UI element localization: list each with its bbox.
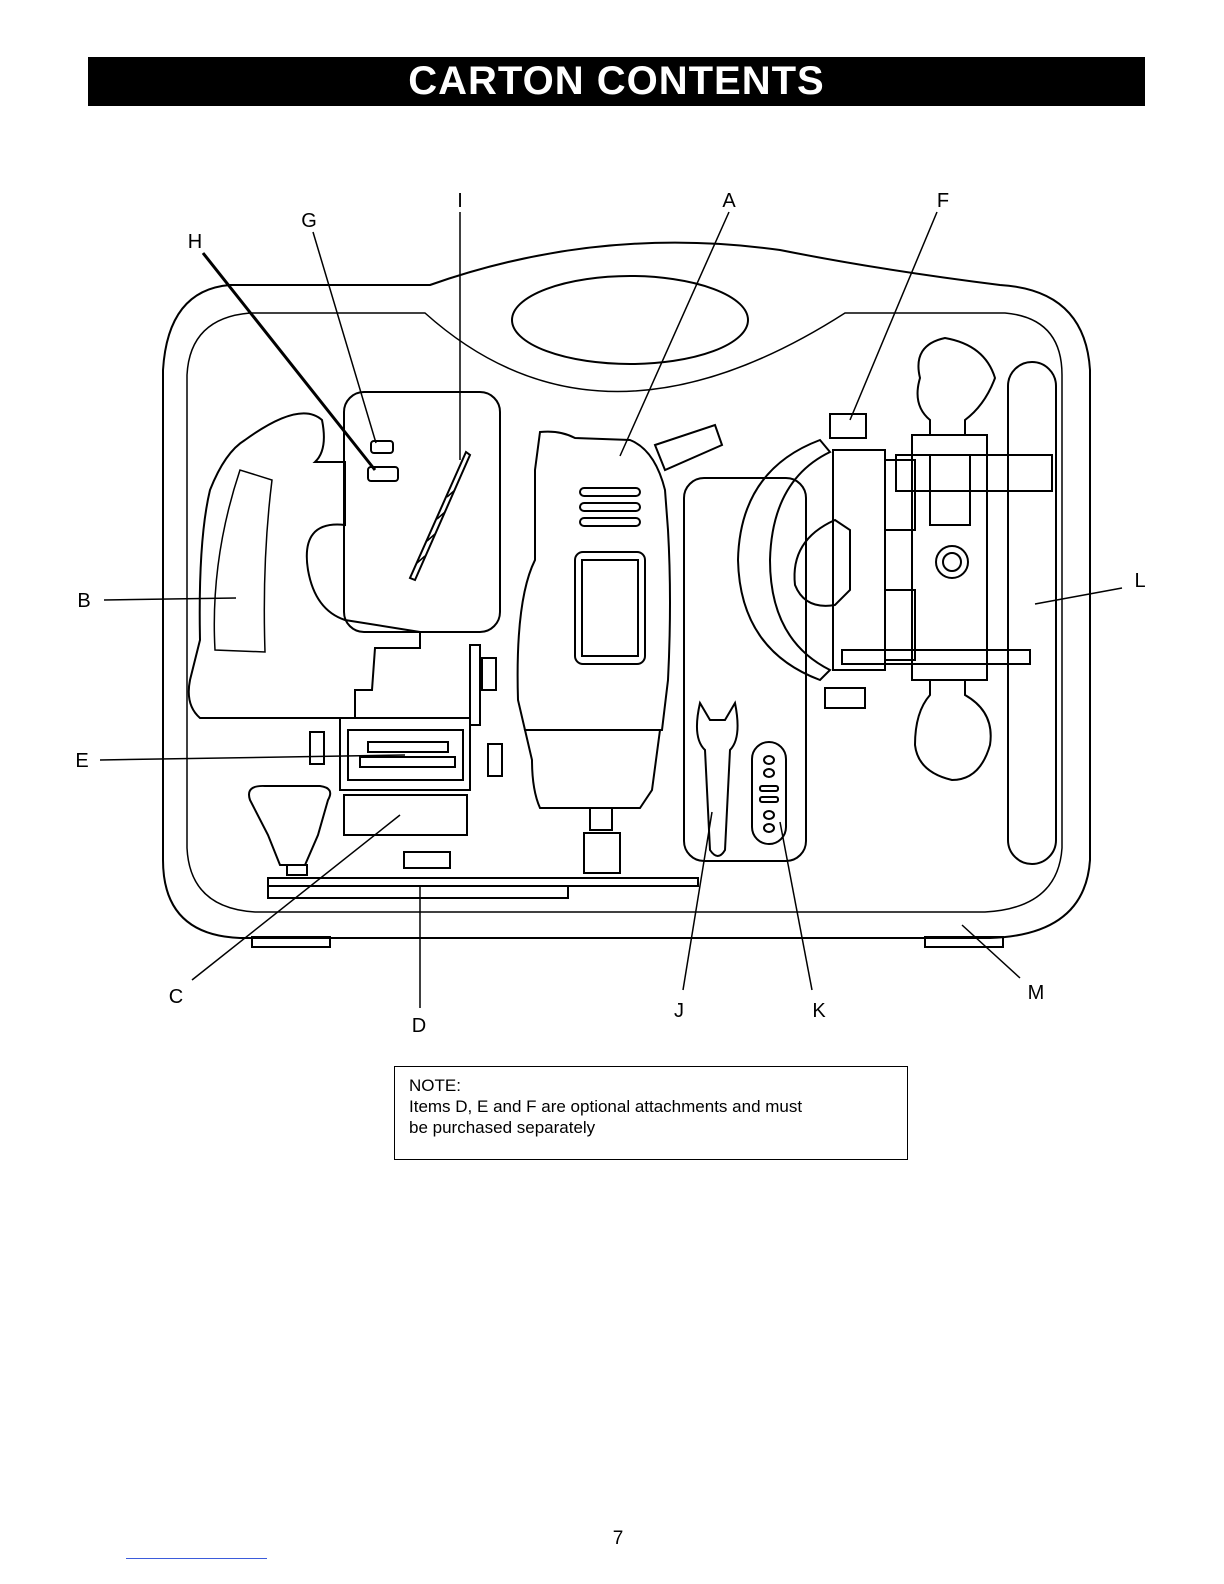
callout-f: F <box>937 190 949 212</box>
callout-d: D <box>412 1015 426 1037</box>
callout-k: K <box>812 1000 826 1022</box>
edge-guide-l <box>918 338 995 435</box>
guide-rail-compartment <box>1008 362 1056 864</box>
callout-j: J <box>674 1000 684 1022</box>
note-heading: NOTE: <box>409 1075 893 1096</box>
callout-i: I <box>457 190 463 212</box>
callout-l: L <box>1134 570 1145 592</box>
callout-m: M <box>1028 982 1045 1004</box>
collet-g <box>371 441 393 453</box>
case-handle <box>512 276 748 364</box>
cutter-guide-f <box>738 440 830 680</box>
note-line-1: Items D, E and F are optional attachment… <box>409 1096 893 1117</box>
wrench-j <box>697 703 738 856</box>
tool-b <box>189 413 420 718</box>
footer-rule <box>126 1558 267 1559</box>
page-number: 7 <box>600 1528 636 1550</box>
callout-g: G <box>301 210 317 232</box>
carrying-case <box>163 243 1090 938</box>
accessory-compartment <box>684 478 806 861</box>
rotary-tool-a <box>518 432 670 730</box>
callout-a: A <box>722 190 736 212</box>
callout-b: B <box>77 590 90 612</box>
bit-compartment <box>344 392 500 632</box>
callout-h: H <box>188 231 202 253</box>
note-box: NOTE: Items D, E and F are optional atta… <box>394 1066 908 1160</box>
note-line-2: be purchased separately <box>409 1117 893 1138</box>
plunge-base-d <box>268 878 698 886</box>
callout-c: C <box>169 986 183 1008</box>
circle-cutter-c <box>344 795 467 835</box>
callout-e: E <box>75 750 88 772</box>
